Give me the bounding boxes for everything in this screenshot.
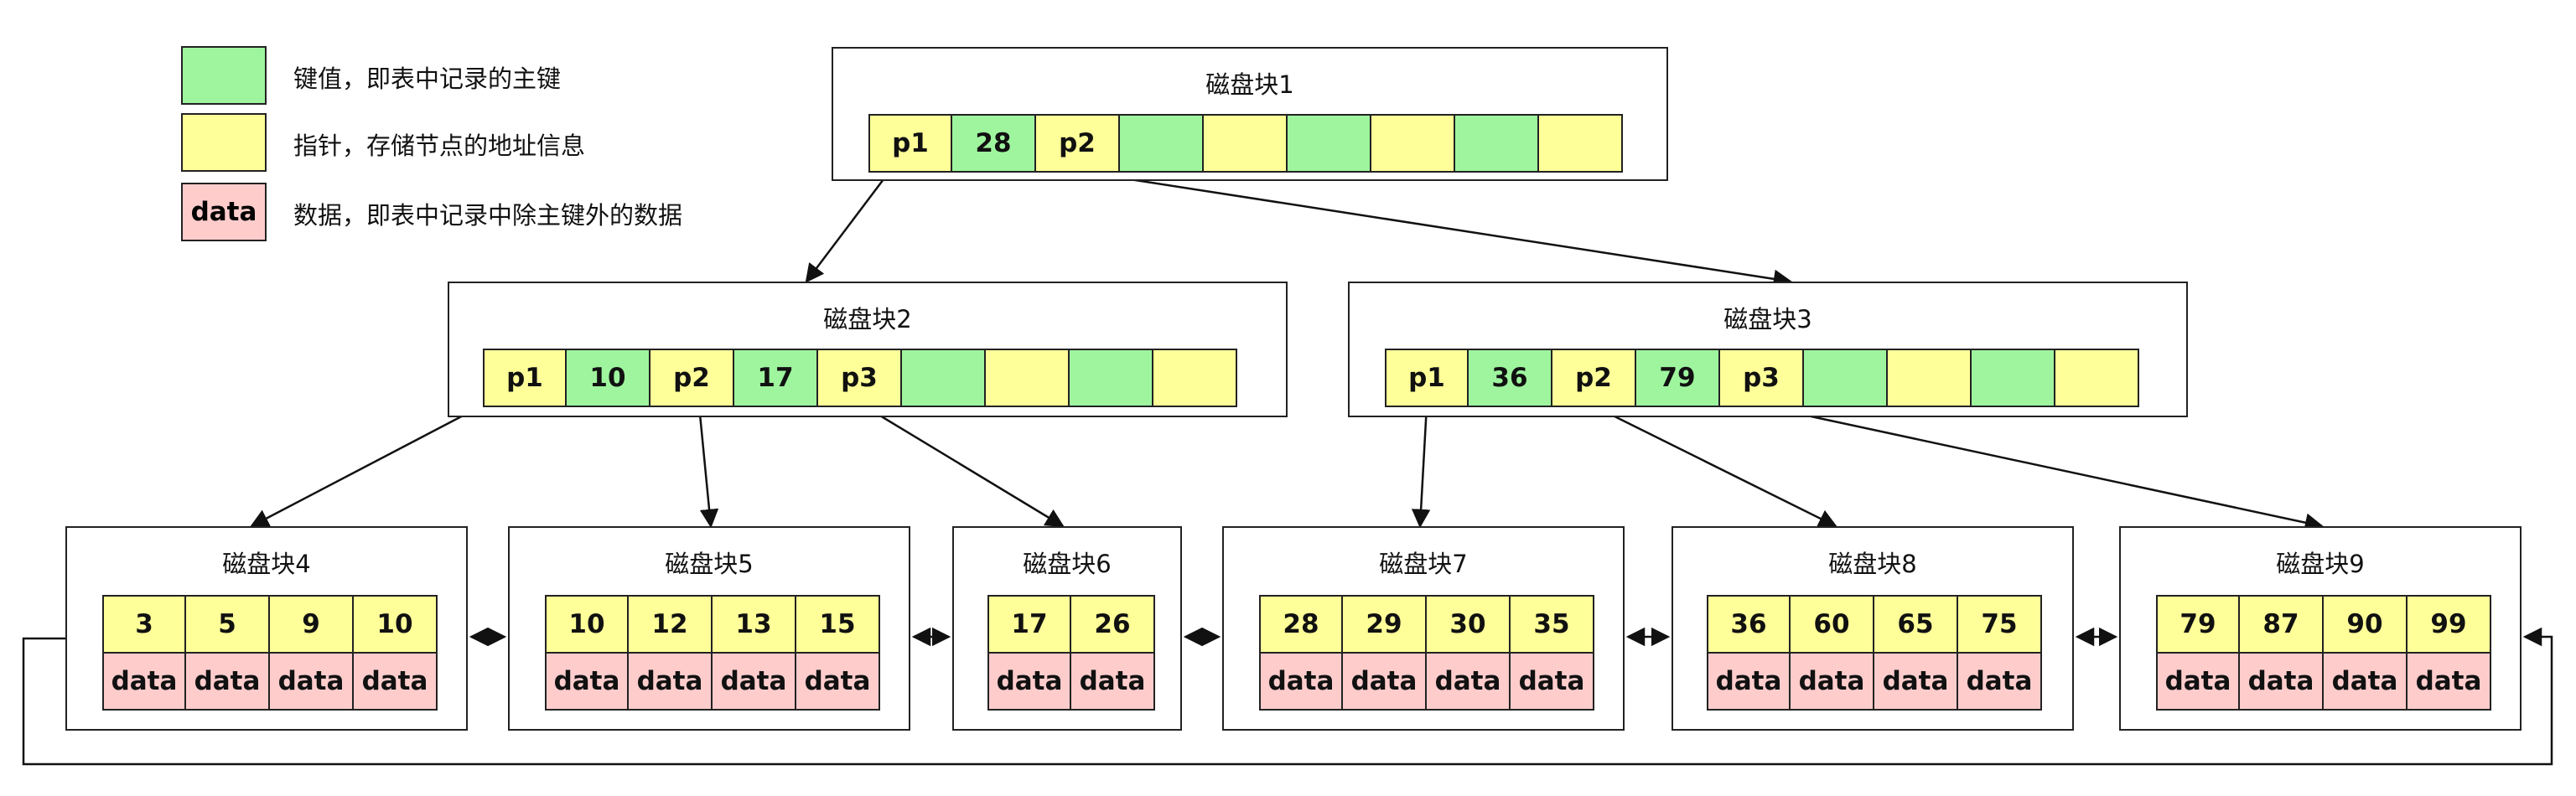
disk-block-1-title: 磁盘块1	[1205, 70, 1294, 99]
disk-block-4-key: 9	[268, 595, 354, 654]
legend-text-data: 数据，即表中记录中除主键外的数据	[293, 201, 683, 230]
disk-block-5-data: data	[545, 652, 629, 711]
disk-block-8-data: data	[1789, 652, 1874, 711]
legend-text-key: 键值，即表中记录的主键	[293, 65, 562, 93]
disk-block-2-cell-key	[1068, 349, 1153, 407]
disk-block-9-data: data	[2406, 652, 2491, 711]
edge-root-p2	[1086, 171, 1793, 289]
disk-block-4-title: 磁盘块4	[222, 550, 311, 578]
disk-block-8-data: data	[1957, 652, 2042, 711]
disk-block-2-cell-key	[900, 349, 986, 407]
disk-block-6-key: 26	[1070, 595, 1155, 654]
disk-block-1-cell-key	[1118, 114, 1204, 173]
disk-block-7-key: 30	[1425, 595, 1511, 654]
disk-block-2-cell-key: 17	[733, 349, 818, 407]
disk-block-8-key: 60	[1789, 595, 1874, 654]
disk-block-7-key: 28	[1259, 595, 1343, 654]
disk-block-3-cell-pointer: p3	[1718, 349, 1804, 407]
disk-block-9-key: 99	[2406, 595, 2491, 654]
legend-swatch-pointer	[181, 113, 267, 172]
disk-block-8-data: data	[1707, 652, 1791, 711]
disk-block-7-data: data	[1509, 652, 1594, 711]
disk-block-1-cell-pointer	[1537, 114, 1623, 173]
disk-block-3-cell-key	[1802, 349, 1888, 407]
legend-swatch-key	[181, 46, 267, 105]
disk-block-7-data: data	[1425, 652, 1511, 711]
disk-block-4-data: data	[184, 652, 270, 711]
disk-block-1-cell-key	[1454, 114, 1539, 173]
disk-block-3-cell-key: 36	[1467, 349, 1552, 407]
disk-block-2-cell-pointer: p1	[483, 349, 567, 407]
edge-b3-p3	[1760, 404, 2325, 532]
disk-block-3-cell-pointer: p1	[1385, 349, 1469, 407]
disk-block-2-cell-pointer	[1152, 349, 1237, 407]
edge-b2-p3	[863, 404, 1065, 528]
disk-block-1-cell-key	[1286, 114, 1371, 173]
disk-block-3-cell-pointer	[2054, 349, 2139, 407]
disk-block-1-cell-pointer	[1202, 114, 1288, 173]
leaf-wrap-link	[22, 627, 2553, 766]
disk-block-3-cell-key: 79	[1635, 349, 1720, 407]
disk-block-5-data: data	[711, 652, 796, 711]
edge-b2-p2	[697, 405, 719, 529]
disk-block-8-title: 磁盘块8	[1828, 550, 1917, 578]
disk-block-1-cell-pointer: p1	[868, 114, 952, 173]
disk-block-7-key: 29	[1341, 595, 1427, 654]
disk-block-1-cell-pointer	[1370, 114, 1455, 173]
disk-block-7-data: data	[1259, 652, 1343, 711]
disk-block-2-cell-pointer	[984, 349, 1070, 407]
disk-block-6-data: data	[987, 652, 1071, 711]
edge-b3-p2	[1592, 404, 1838, 528]
disk-block-7-key: 35	[1509, 595, 1594, 654]
disk-block-3-cell-pointer: p2	[1551, 349, 1636, 407]
disk-block-7-title: 磁盘块7	[1379, 550, 1468, 578]
disk-block-8-key: 36	[1707, 595, 1791, 654]
disk-block-4-key: 10	[352, 595, 438, 654]
disk-block-9-data: data	[2322, 652, 2408, 711]
edge-b2-p1	[250, 411, 470, 528]
disk-block-5-data: data	[627, 652, 713, 711]
disk-block-4-key: 3	[102, 595, 186, 654]
disk-block-7-data: data	[1341, 652, 1427, 711]
disk-block-8-key: 75	[1957, 595, 2042, 654]
legend-text-pointer: 指针，存储节点的地址信息	[293, 132, 586, 160]
disk-block-1-cell-pointer: p2	[1034, 114, 1120, 173]
disk-block-6-title: 磁盘块6	[1023, 550, 1112, 578]
disk-block-2-cell-pointer: p2	[649, 349, 734, 407]
edge-b3-p1	[1411, 405, 1431, 529]
disk-block-2-title: 磁盘块2	[823, 305, 912, 333]
disk-block-8-key: 65	[1873, 595, 1958, 654]
disk-block-6-key: 17	[987, 595, 1071, 654]
disk-block-5-data: data	[795, 652, 880, 711]
disk-block-5-key: 15	[795, 595, 880, 654]
disk-block-3-title: 磁盘块3	[1723, 305, 1812, 333]
disk-block-9-key: 90	[2322, 595, 2408, 654]
disk-block-4-data: data	[102, 652, 186, 711]
disk-block-4-data: data	[352, 652, 438, 711]
disk-block-5-title: 磁盘块5	[665, 550, 754, 578]
disk-block-9-data: data	[2156, 652, 2240, 711]
disk-block-4-key: 5	[184, 595, 270, 654]
disk-block-4-data: data	[268, 652, 354, 711]
disk-block-6-data: data	[1070, 652, 1155, 711]
disk-block-9-key: 87	[2238, 595, 2324, 654]
legend-swatch-data: data	[181, 183, 267, 241]
disk-block-5-key: 12	[627, 595, 713, 654]
disk-block-5-key: 10	[545, 595, 629, 654]
disk-block-2-cell-key: 10	[565, 349, 650, 407]
disk-block-3-cell-pointer	[1886, 349, 1972, 407]
disk-block-2-cell-pointer: p3	[816, 349, 902, 407]
disk-block-1-cell-key: 28	[951, 114, 1036, 173]
disk-block-9-key: 79	[2156, 595, 2240, 654]
edge-root-p1	[805, 172, 889, 283]
disk-block-9-title: 磁盘块9	[2276, 550, 2365, 578]
disk-block-5-key: 13	[711, 595, 796, 654]
disk-block-8-data: data	[1873, 652, 1958, 711]
disk-block-9-data: data	[2238, 652, 2324, 711]
disk-block-3-cell-key	[1970, 349, 2055, 407]
